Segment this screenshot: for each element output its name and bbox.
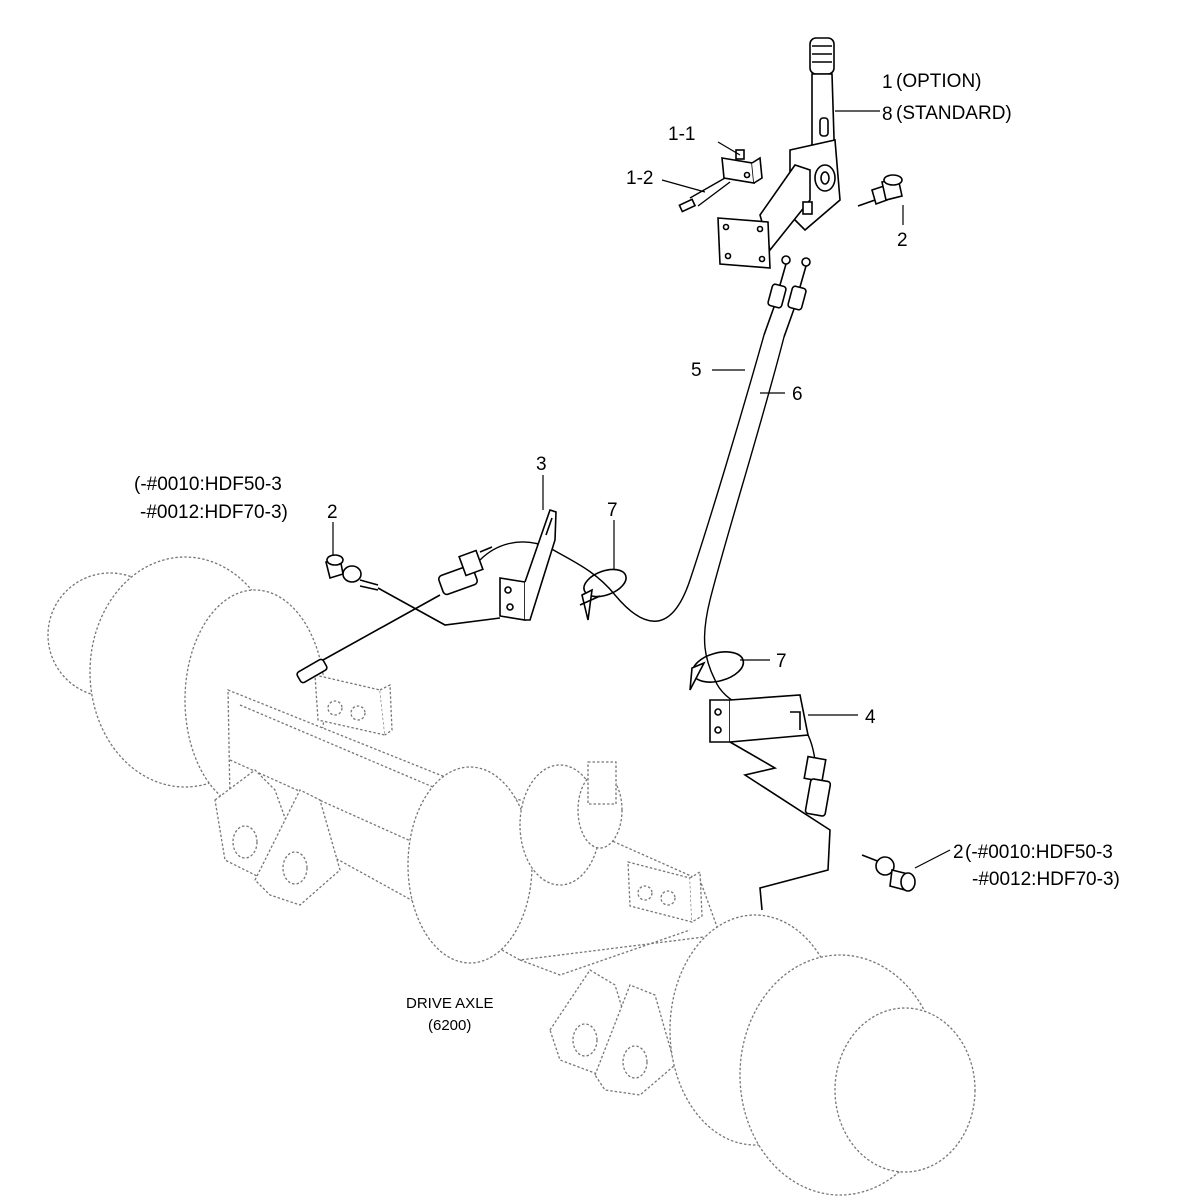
callout-7-right: 7 — [776, 651, 787, 672]
right-cable-bracket — [709, 694, 809, 743]
callout-7-left: 7 — [607, 500, 618, 521]
callout-1-1: 1-1 — [668, 124, 695, 145]
callout-3: 3 — [536, 454, 547, 475]
axle-housing — [227, 689, 721, 976]
callout-1-option: (OPTION) — [896, 71, 982, 92]
callout-2-right-serial-line1: (-#0010:HDF50-3 — [965, 842, 1113, 863]
drive-axle-label: DRIVE AXLE — [406, 995, 494, 1012]
callout-6: 6 — [792, 384, 803, 405]
callout-1: 1 — [882, 72, 893, 93]
left-cable-run-to-axle — [304, 587, 501, 671]
callout-5: 5 — [691, 360, 702, 381]
right-cable-clamp — [689, 651, 745, 691]
drive-axle-part-number: (6200) — [428, 1017, 471, 1034]
right-cable-adjuster — [803, 755, 832, 817]
parking-brake-cables — [479, 334, 816, 761]
callout-2-right-serial-line2: -#0012:HDF70-3) — [972, 869, 1120, 890]
drive-axle-ghost — [47, 556, 976, 1196]
left-cable-bracket — [499, 508, 557, 621]
parking-brake-lever-assembly — [717, 37, 841, 269]
switch-wire-harness — [678, 177, 731, 213]
left-cable-clamp — [579, 568, 627, 621]
right-mounting-lugs — [549, 969, 676, 1096]
left-axle-cable-block — [314, 674, 393, 736]
lever-mounting-bolt — [857, 174, 903, 207]
brake-switch — [721, 149, 763, 184]
cable-upper-ends — [763, 255, 811, 338]
left-bracket-bolt — [325, 554, 379, 591]
callout-8-standard: (STANDARD) — [896, 103, 1012, 124]
right-bracket-bolt — [861, 854, 916, 892]
callout-1-2: 1-2 — [626, 168, 653, 189]
right-wheel-hub — [669, 914, 976, 1196]
left-cable-adjuster — [437, 546, 493, 596]
callout-2-left-serial-line2: -#0012:HDF70-3) — [140, 502, 288, 523]
callout-8: 8 — [882, 104, 893, 125]
leader-lines — [332, 110, 951, 869]
callout-2-top: 2 — [897, 230, 908, 251]
callout-2-left: 2 — [327, 502, 338, 523]
callout-labels: 1 (OPTION) 8 (STANDARD) 1-1 1-2 2 5 6 3 … — [134, 71, 1120, 1034]
cable-left — [479, 334, 765, 622]
left-mounting-lugs — [214, 769, 341, 906]
callout-4: 4 — [865, 707, 876, 728]
right-cable-run-to-axle — [729, 741, 831, 911]
lever-grip — [809, 37, 835, 75]
callout-2-right: 2 — [953, 842, 964, 863]
callout-2-left-serial-line1: (-#0010:HDF50-3 — [134, 474, 282, 495]
right-axle-cable-block — [627, 861, 703, 923]
